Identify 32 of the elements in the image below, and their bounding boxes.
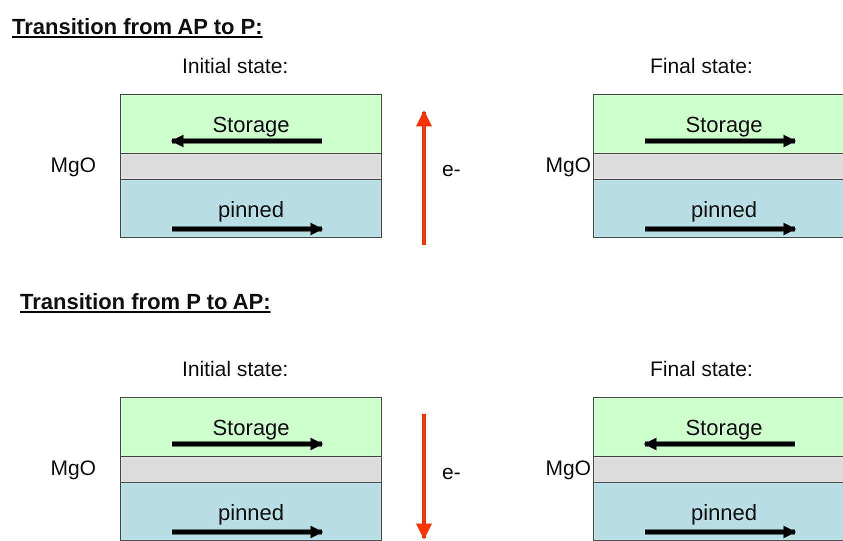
barrier-layer [120, 456, 382, 483]
pinned-layer [120, 482, 382, 541]
layer-label: pinned [690, 197, 758, 223]
layer-name: MgO [545, 456, 591, 482]
section-heading: Transition from P to AP: [20, 289, 271, 315]
state-label: Initial state: [182, 54, 288, 80]
barrier-layer [593, 456, 843, 483]
layer-label: Storage [685, 415, 763, 441]
layer-label: pinned [690, 500, 758, 526]
layer-label: pinned [218, 197, 284, 223]
barrier-layer [593, 153, 843, 180]
storage-layer [120, 397, 382, 457]
pinned-layer [120, 179, 382, 238]
pinned-layer [593, 482, 843, 541]
layer-label: Storage [685, 112, 763, 138]
state-label: Final state: [650, 357, 753, 383]
layer-label: Storage [212, 112, 290, 138]
layer-name: MgO [50, 153, 96, 179]
pinned-layer [593, 179, 843, 238]
electron-label: e- [442, 157, 461, 183]
state-label: Initial state: [182, 357, 288, 383]
layer-name: MgO [50, 456, 96, 482]
storage-layer [120, 94, 382, 154]
barrier-layer [120, 153, 382, 180]
layer-label: pinned [218, 500, 284, 526]
storage-layer [593, 94, 843, 154]
section-heading: Transition from AP to P: [12, 14, 263, 40]
layer-label: Storage [212, 415, 290, 441]
storage-layer [593, 397, 843, 457]
electron-label: e- [442, 460, 461, 486]
state-label: Final state: [650, 54, 753, 80]
layer-name: MgO [545, 153, 591, 179]
